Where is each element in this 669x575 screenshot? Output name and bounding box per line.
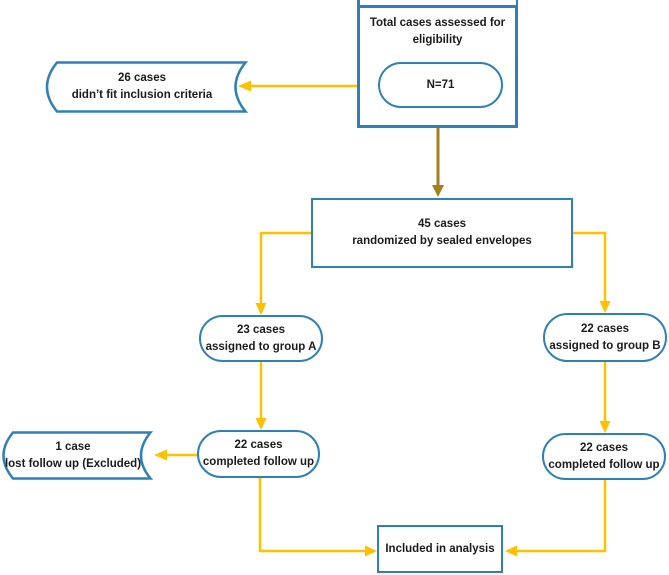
excluded-top-line1: 26 cases <box>118 72 166 84</box>
stored-data-shape-icon <box>2 431 154 480</box>
excluded-top-line2: didn’t fit inclusion criteria <box>71 89 213 101</box>
followup-a-node: 22 cases completed follow up <box>197 430 320 478</box>
connector-eligibility-to-excluded <box>238 80 357 92</box>
arrowhead-right-icon <box>365 545 377 557</box>
group-b-node: 22 cases assigned to group B <box>543 313 667 362</box>
randomized-node: 45 cases randomized by sealed envelopes <box>311 198 573 268</box>
group-b-line2: assigned to group B <box>549 339 661 352</box>
connector-followup-a-to-analysis <box>258 478 377 557</box>
followup-a-line2: completed follow up <box>202 456 315 468</box>
lost-followup-line2: lost follow up (Excluded) <box>4 457 142 470</box>
border-stub-left <box>357 0 360 6</box>
border-stub-right <box>515 0 518 6</box>
arrowhead-left-icon <box>505 545 517 557</box>
analysis-node: Included in analysis <box>377 525 503 573</box>
randomized-line2: randomized by sealed envelopes <box>352 235 532 247</box>
arrowhead-down-icon <box>599 421 611 433</box>
lost-followup-line1: 1 case <box>55 440 91 453</box>
group-a-node: 23 cases assigned to group A <box>199 315 323 362</box>
eligibility-line2: eligibility <box>412 34 463 46</box>
connector-randomized-to-group-a <box>255 231 311 315</box>
n-total-label: N=71 <box>426 78 455 91</box>
connector-followup-b-to-analysis <box>505 480 607 557</box>
randomized-line1: 45 cases <box>418 218 466 230</box>
connector-group-b-to-followup-b <box>599 362 611 433</box>
followup-b-line1: 22 cases <box>580 441 628 454</box>
lost-followup-node: 1 case lost follow up (Excluded) <box>2 431 154 480</box>
connector-randomized-to-group-b <box>573 231 611 313</box>
group-a-line2: assigned to group A <box>205 340 317 353</box>
arrowhead-left-icon <box>238 80 251 92</box>
arrowhead-left-icon <box>154 449 167 461</box>
stored-data-shape-icon <box>45 61 249 113</box>
followup-b-node: 22 cases completed follow up <box>542 433 666 480</box>
group-b-line1: 22 cases <box>581 322 629 335</box>
group-a-line1: 23 cases <box>237 323 285 336</box>
connector-group-a-to-followup-a <box>255 362 267 430</box>
analysis-label: Included in analysis <box>385 542 495 555</box>
arrowhead-down-icon <box>255 303 267 315</box>
arrowhead-down-icon <box>599 301 611 313</box>
connector-eligibility-to-randomized <box>432 128 444 197</box>
followup-a-line1: 22 cases <box>234 439 283 451</box>
arrowhead-down-icon <box>432 185 444 197</box>
connector-followup-a-to-lost <box>154 449 197 461</box>
arrowhead-down-icon <box>255 418 267 430</box>
n-total-node: N=71 <box>378 62 503 108</box>
eligibility-line1: Total cases assessed for <box>369 17 506 29</box>
excluded-top-node: 26 cases didn’t fit inclusion criteria <box>45 61 249 113</box>
followup-b-line2: completed follow up <box>548 458 660 471</box>
